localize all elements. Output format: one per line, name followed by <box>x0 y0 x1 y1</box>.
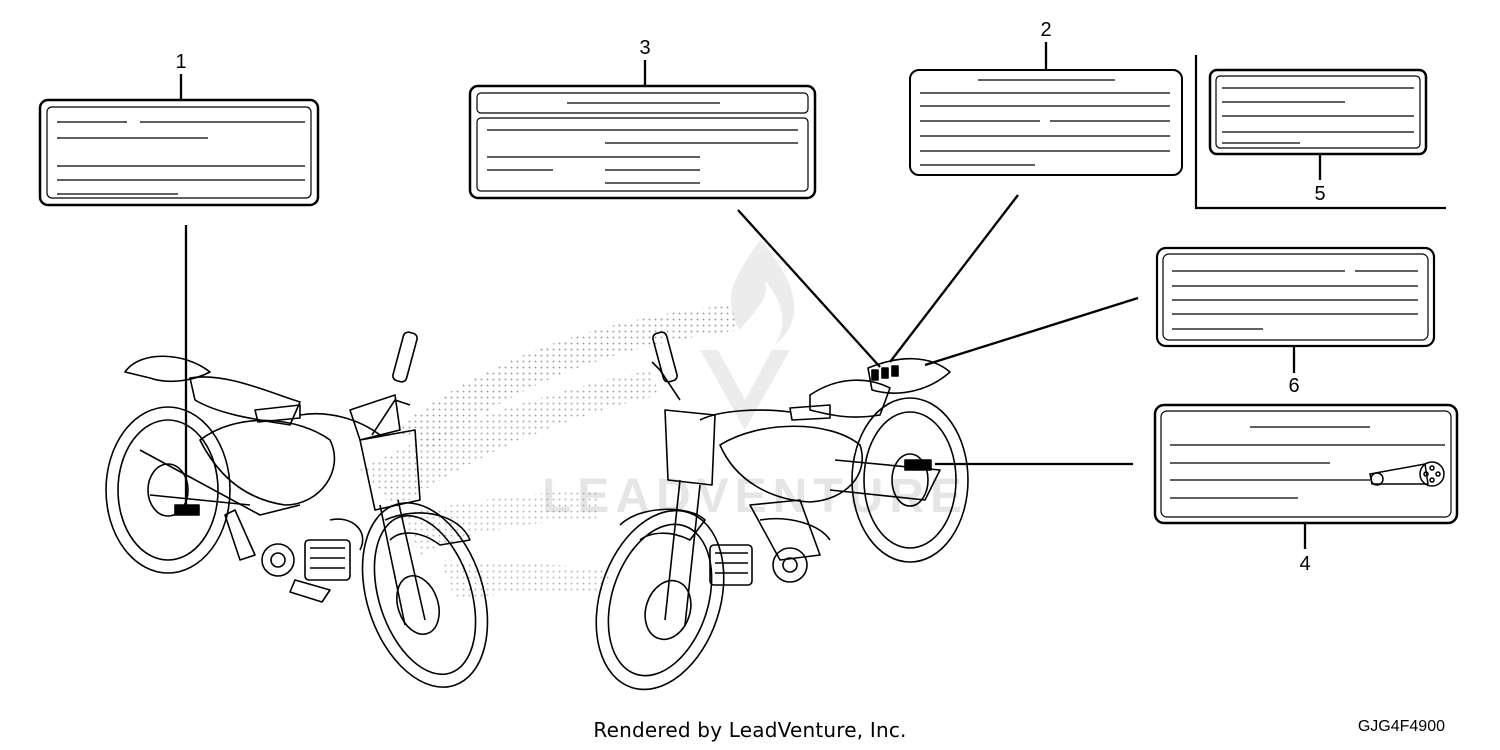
label-2-decal <box>909 69 1183 176</box>
callout-3: 3 <box>639 37 650 59</box>
label-4-decal <box>1153 403 1459 525</box>
callout-1: 1 <box>175 51 186 73</box>
callout-6: 6 <box>1288 375 1299 397</box>
callout-4: 4 <box>1299 553 1310 575</box>
callout-5: 5 <box>1314 183 1325 205</box>
leader-lines <box>179 42 1322 549</box>
left-motorcycle-illustration <box>105 331 489 688</box>
label-6-decal <box>1155 246 1436 348</box>
label-1-decal <box>38 98 320 207</box>
diagram-part-code: GJG4F4900 <box>1357 718 1445 735</box>
callout-numbers: 1 2 3 4 5 6 <box>175 19 1325 575</box>
label-3-decal <box>468 84 817 200</box>
callout-2: 2 <box>1040 19 1051 41</box>
rendered-by-credit: Rendered by LeadVenture, Inc. <box>593 718 907 742</box>
label-5-decal <box>1194 55 1446 210</box>
chain-adjuster-icon <box>1369 461 1445 487</box>
right-motorcycle-illustration <box>595 331 969 691</box>
